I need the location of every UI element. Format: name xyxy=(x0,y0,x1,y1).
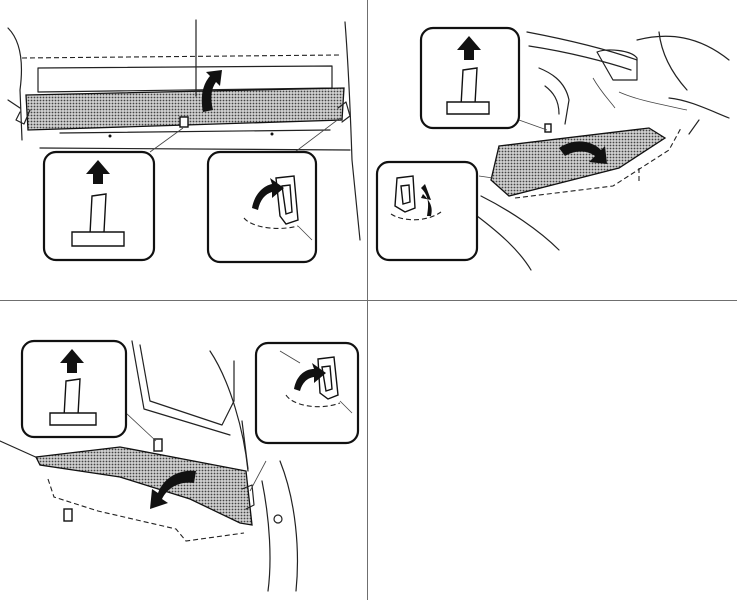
swing-arrow xyxy=(559,141,607,164)
seat-back-top xyxy=(37,65,333,93)
horizontal-divider xyxy=(0,300,737,301)
side-trim-right-drawing xyxy=(375,26,730,271)
callout-hook xyxy=(375,160,479,262)
side-trim-left-drawing xyxy=(0,339,360,592)
lift-arrow xyxy=(201,70,222,112)
clip-base xyxy=(446,101,490,115)
panel-side-trim-right xyxy=(369,0,737,300)
callout-hook xyxy=(206,150,318,264)
trim-clip xyxy=(153,438,163,452)
callout-hook xyxy=(254,341,360,445)
clip-tab xyxy=(89,193,107,235)
right-hook xyxy=(337,101,351,123)
right-pillar-line xyxy=(344,21,361,241)
arrow-up-icon xyxy=(86,160,110,184)
rear-window-dashed xyxy=(21,54,341,59)
swing-arrow xyxy=(150,470,196,509)
clip-tab xyxy=(63,378,81,418)
panel-side-trim-left xyxy=(0,301,368,600)
curved-arrow-icon xyxy=(252,178,284,210)
clip-base xyxy=(71,231,125,247)
clip-base xyxy=(49,412,97,426)
left-hook xyxy=(15,109,31,125)
side-trim-panel xyxy=(35,446,253,526)
panel-parcel-shelf xyxy=(0,0,368,300)
shelf-clip xyxy=(179,116,189,128)
parcel-shelf-panel xyxy=(25,87,345,131)
left-pillar-line xyxy=(7,27,23,141)
clip-tab xyxy=(460,67,478,107)
trim-clip xyxy=(544,123,552,133)
window-outline xyxy=(139,344,235,426)
curved-arrow-icon xyxy=(421,184,432,216)
parcel-shelf-drawing xyxy=(7,19,361,264)
floor-clip xyxy=(63,508,73,522)
arrow-up-icon xyxy=(457,36,481,60)
arrow-up-icon xyxy=(60,349,84,373)
curved-arrow-icon xyxy=(294,363,326,391)
panel-empty xyxy=(369,301,737,600)
side-trim-panel xyxy=(490,127,667,197)
